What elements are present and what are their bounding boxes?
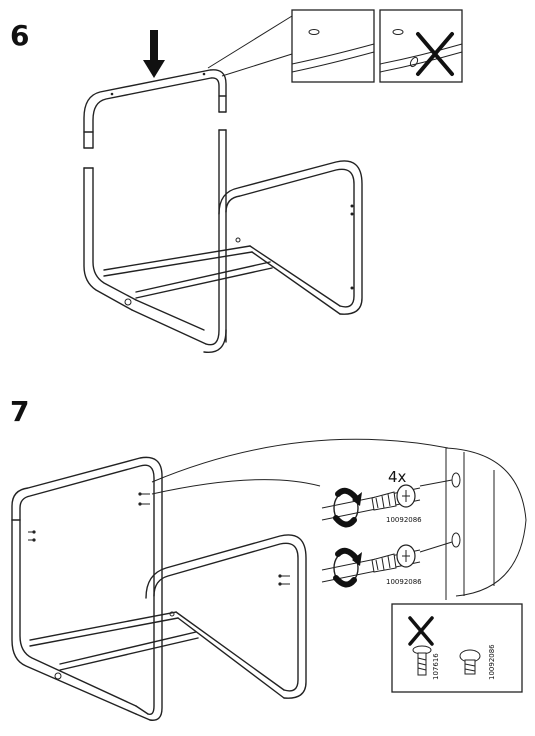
quantity-label: 4x (388, 468, 407, 486)
wrong-screw-icon (412, 645, 432, 676)
wrong-part-number-label: 107616 (432, 653, 440, 680)
step-7-illustration: 4x 10092086 10092086 (11, 438, 527, 721)
rotate-clockwise-icon (333, 547, 362, 588)
part-number-label: 10092086 (386, 516, 422, 524)
lower-frame (83, 129, 363, 354)
top-frame-part (83, 69, 227, 149)
cross-icon (416, 32, 454, 76)
part-number-label: 10092086 (386, 578, 422, 586)
screw-icon (371, 484, 416, 511)
step-6-illustration (83, 9, 463, 354)
down-arrow-icon (143, 30, 165, 78)
cross-icon (408, 616, 434, 646)
detail-correct-box (291, 9, 375, 83)
rotate-clockwise-icon (333, 487, 362, 528)
screw-icon (371, 544, 416, 573)
chair-frame (11, 456, 307, 721)
correct-screw-icon (459, 649, 481, 675)
detail-wrong-box (379, 9, 463, 83)
part-number-label: 10092086 (488, 644, 496, 680)
step-7-number: 7 (10, 395, 30, 428)
screw-comparison-box: 107616 10092086 (391, 603, 523, 693)
step-6-number: 6 (10, 19, 30, 52)
